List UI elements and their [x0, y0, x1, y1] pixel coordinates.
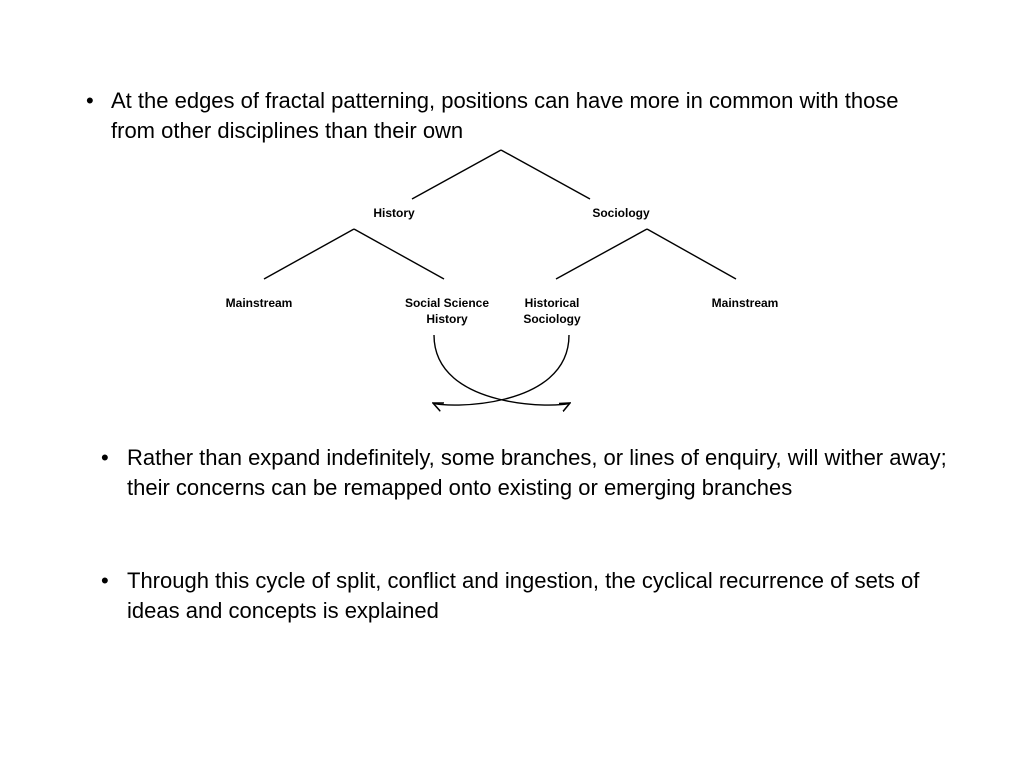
node-sociology: Sociology: [592, 206, 650, 220]
crossing-arrow-to-right: [433, 334, 570, 405]
branch-root-sociology: [500, 149, 591, 200]
bullet-dot: •: [86, 88, 94, 113]
node-sociology-mainstream: Mainstream: [711, 296, 779, 310]
bullet-text: Rather than expand indefinitely, some br…: [127, 445, 947, 500]
node-historical-sociology: Historical Sociology: [523, 296, 581, 326]
crossing-arrow-to-left: [433, 334, 570, 405]
branch-sociology-historical-sociology: [555, 228, 648, 280]
node-history: History: [373, 206, 415, 220]
bullet-item-cycle-explained: • Through this cycle of split, conflict …: [101, 566, 971, 626]
node-history-mainstream: Mainstream: [225, 296, 293, 310]
branch-root-history: [411, 149, 502, 200]
bullet-text: At the edges of fractal patterning, posi…: [111, 88, 899, 143]
branch-sociology-mainstream: [646, 228, 737, 280]
bullet-dot: •: [101, 568, 109, 593]
branch-history-mainstream: [263, 228, 355, 280]
node-social-science-history: Social Science History: [404, 296, 490, 326]
bullet-item-fractal-edges: • At the edges of fractal patterning, po…: [86, 86, 946, 146]
bullet-text: Through this cycle of split, conflict an…: [127, 568, 920, 623]
bullet-item-branches-wither: • Rather than expand indefinitely, some …: [101, 443, 971, 503]
branch-history-social-science-history: [353, 228, 445, 280]
bullet-dot: •: [101, 445, 109, 470]
